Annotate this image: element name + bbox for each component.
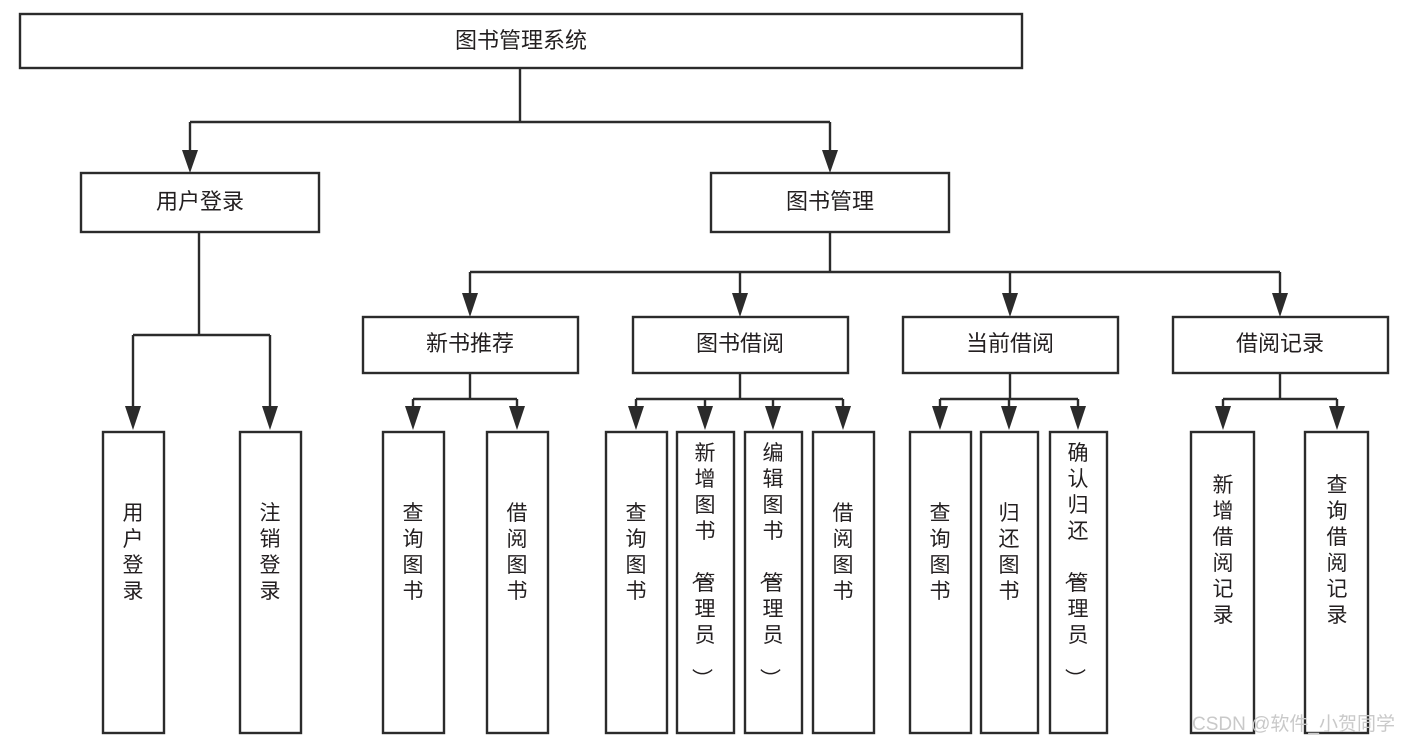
- leaf-node-borrow-records-2[interactable]: 查询借阅记录: [1303, 430, 1370, 735]
- node-root-label: 图书管理系统: [455, 28, 587, 53]
- leaf-node-book-borrow-2-label: 新增图书（管理员）: [690, 442, 716, 689]
- node-current-borrow[interactable]: 当前借阅: [901, 315, 1120, 375]
- leaf-node-user-login-1[interactable]: 用户登录: [101, 430, 166, 735]
- watermark: CSDN @软件_小贺同学: [1192, 713, 1395, 735]
- leaf-node-current-borrow-1-label: 查询图书: [930, 502, 951, 603]
- leaf-node-book-borrow-4-box[interactable]: [811, 430, 876, 735]
- leaf-node-current-borrow-1-box[interactable]: [908, 430, 973, 735]
- leaf-node-book-borrow-1[interactable]: 查询图书: [604, 430, 669, 735]
- node-user-login-box[interactable]: [79, 171, 321, 234]
- leaf-node-current-borrow-3[interactable]: 确认归还（管理员）: [1048, 430, 1109, 735]
- leaf-node-user-login-2[interactable]: 注销登录: [238, 430, 303, 735]
- node-root-box[interactable]: [18, 12, 1024, 70]
- leaf-node-book-borrow-3-label: 编辑图书（管理员）: [758, 442, 784, 689]
- node-borrow-records-box[interactable]: [1171, 315, 1390, 375]
- leaf-node-borrow-records-2-box[interactable]: [1303, 430, 1370, 735]
- leaf-node-new-book-1[interactable]: 查询图书: [381, 430, 446, 735]
- leaf-node-book-borrow-2-box[interactable]: [675, 430, 736, 735]
- leaf-node-current-borrow-1[interactable]: 查询图书: [908, 430, 973, 735]
- leaf-node-new-book-1-label: 查询图书: [403, 502, 424, 603]
- leaf-node-book-borrow-4-label: 借阅图书: [833, 502, 854, 603]
- arrow-icon-borrow-leaf-3: [765, 406, 781, 430]
- node-root[interactable]: 图书管理系统: [18, 12, 1024, 70]
- leaf-node-current-borrow-2-label: 归还图书: [999, 502, 1020, 603]
- node-book-management[interactable]: 图书管理: [709, 171, 951, 234]
- node-new-book-recommend-label: 新书推荐: [426, 331, 514, 356]
- arrow-icon-userlogin-leaf-2: [262, 406, 278, 430]
- node-book-management-box[interactable]: [709, 171, 951, 234]
- leaf-node-user-login-1-label: 用户登录: [123, 502, 144, 603]
- leaf-node-book-borrow-2[interactable]: 新增图书（管理员）: [675, 430, 736, 735]
- node-user-login[interactable]: 用户登录: [79, 171, 321, 234]
- leaf-node-new-book-1-box[interactable]: [381, 430, 446, 735]
- leaf-node-current-borrow-2[interactable]: 归还图书: [979, 430, 1040, 735]
- node-current-borrow-label: 当前借阅: [966, 331, 1054, 356]
- arrow-icon-to-book-mgmt: [822, 150, 838, 173]
- arrow-icon-userlogin-leaf-1: [125, 406, 141, 430]
- leaf-node-book-borrow-3[interactable]: 编辑图书（管理员）: [743, 430, 804, 735]
- leaf-node-new-book-2-box[interactable]: [485, 430, 550, 735]
- leaf-node-current-borrow-3-box[interactable]: [1048, 430, 1109, 735]
- leaf-node-book-borrow-4[interactable]: 借阅图书: [811, 430, 876, 735]
- arrow-icon-to-new-book: [462, 293, 478, 317]
- node-new-book-recommend-box[interactable]: [361, 315, 580, 375]
- node-borrow-records[interactable]: 借阅记录: [1171, 315, 1390, 375]
- arrow-icon-to-current-borrow: [1002, 293, 1018, 317]
- node-current-borrow-box[interactable]: [901, 315, 1120, 375]
- arrow-heads: [125, 150, 1345, 430]
- node-new-book-recommend[interactable]: 新书推荐: [361, 315, 580, 375]
- arrow-icon-current-leaf-2: [1001, 406, 1017, 430]
- leaf-node-book-borrow-1-box[interactable]: [604, 430, 669, 735]
- node-book-borrow-box[interactable]: [631, 315, 850, 375]
- arrow-icon-current-leaf-3: [1070, 406, 1086, 430]
- leaf-node-borrow-records-1[interactable]: 新增借阅记录: [1189, 430, 1256, 735]
- arrow-icon-to-borrow-records: [1272, 293, 1288, 317]
- leaf-node-current-borrow-3-label: 确认归还（管理员）: [1063, 442, 1089, 689]
- node-book-borrow-label: 图书借阅: [696, 331, 784, 356]
- leaf-node-book-borrow-1-label: 查询图书: [626, 502, 647, 603]
- arrow-icon-current-leaf-1: [932, 406, 948, 430]
- leaf-node-book-borrow-3-box[interactable]: [743, 430, 804, 735]
- leaf-node-borrow-records-1-box[interactable]: [1189, 430, 1256, 735]
- node-user-login-label: 用户登录: [156, 189, 244, 214]
- leaf-node-current-borrow-2-box[interactable]: [979, 430, 1040, 735]
- node-book-borrow[interactable]: 图书借阅: [631, 315, 850, 375]
- node-borrow-records-label: 借阅记录: [1236, 331, 1324, 356]
- arrow-icon-borrow-leaf-2: [697, 406, 713, 430]
- leaf-node-user-login-2-label: 注销登录: [260, 502, 281, 603]
- arrow-icon-to-user-login: [182, 150, 198, 173]
- leaf-node-new-book-2-label: 借阅图书: [507, 502, 528, 603]
- connectors: [131, 68, 1339, 406]
- leaf-node-user-login-2-box[interactable]: [238, 430, 303, 735]
- leaf-node-user-login-1-box[interactable]: [101, 430, 166, 735]
- arrow-icon-borrow-leaf-4: [835, 406, 851, 430]
- leaf-node-new-book-2[interactable]: 借阅图书: [485, 430, 550, 735]
- arrow-icon-borrow-leaf-1: [628, 406, 644, 430]
- leaf-node-borrow-records-1-label: 新增借阅记录: [1213, 474, 1234, 627]
- arrow-icon-newbook-leaf-1: [405, 406, 421, 430]
- arrow-icon-to-book-borrow: [732, 293, 748, 317]
- leaf-node-borrow-records-2-label: 查询借阅记录: [1327, 474, 1348, 627]
- node-book-management-label: 图书管理: [786, 189, 874, 214]
- arrow-icon-records-leaf-1: [1215, 406, 1231, 430]
- arrow-icon-newbook-leaf-2: [509, 406, 525, 430]
- arrow-icon-records-leaf-2: [1329, 406, 1345, 430]
